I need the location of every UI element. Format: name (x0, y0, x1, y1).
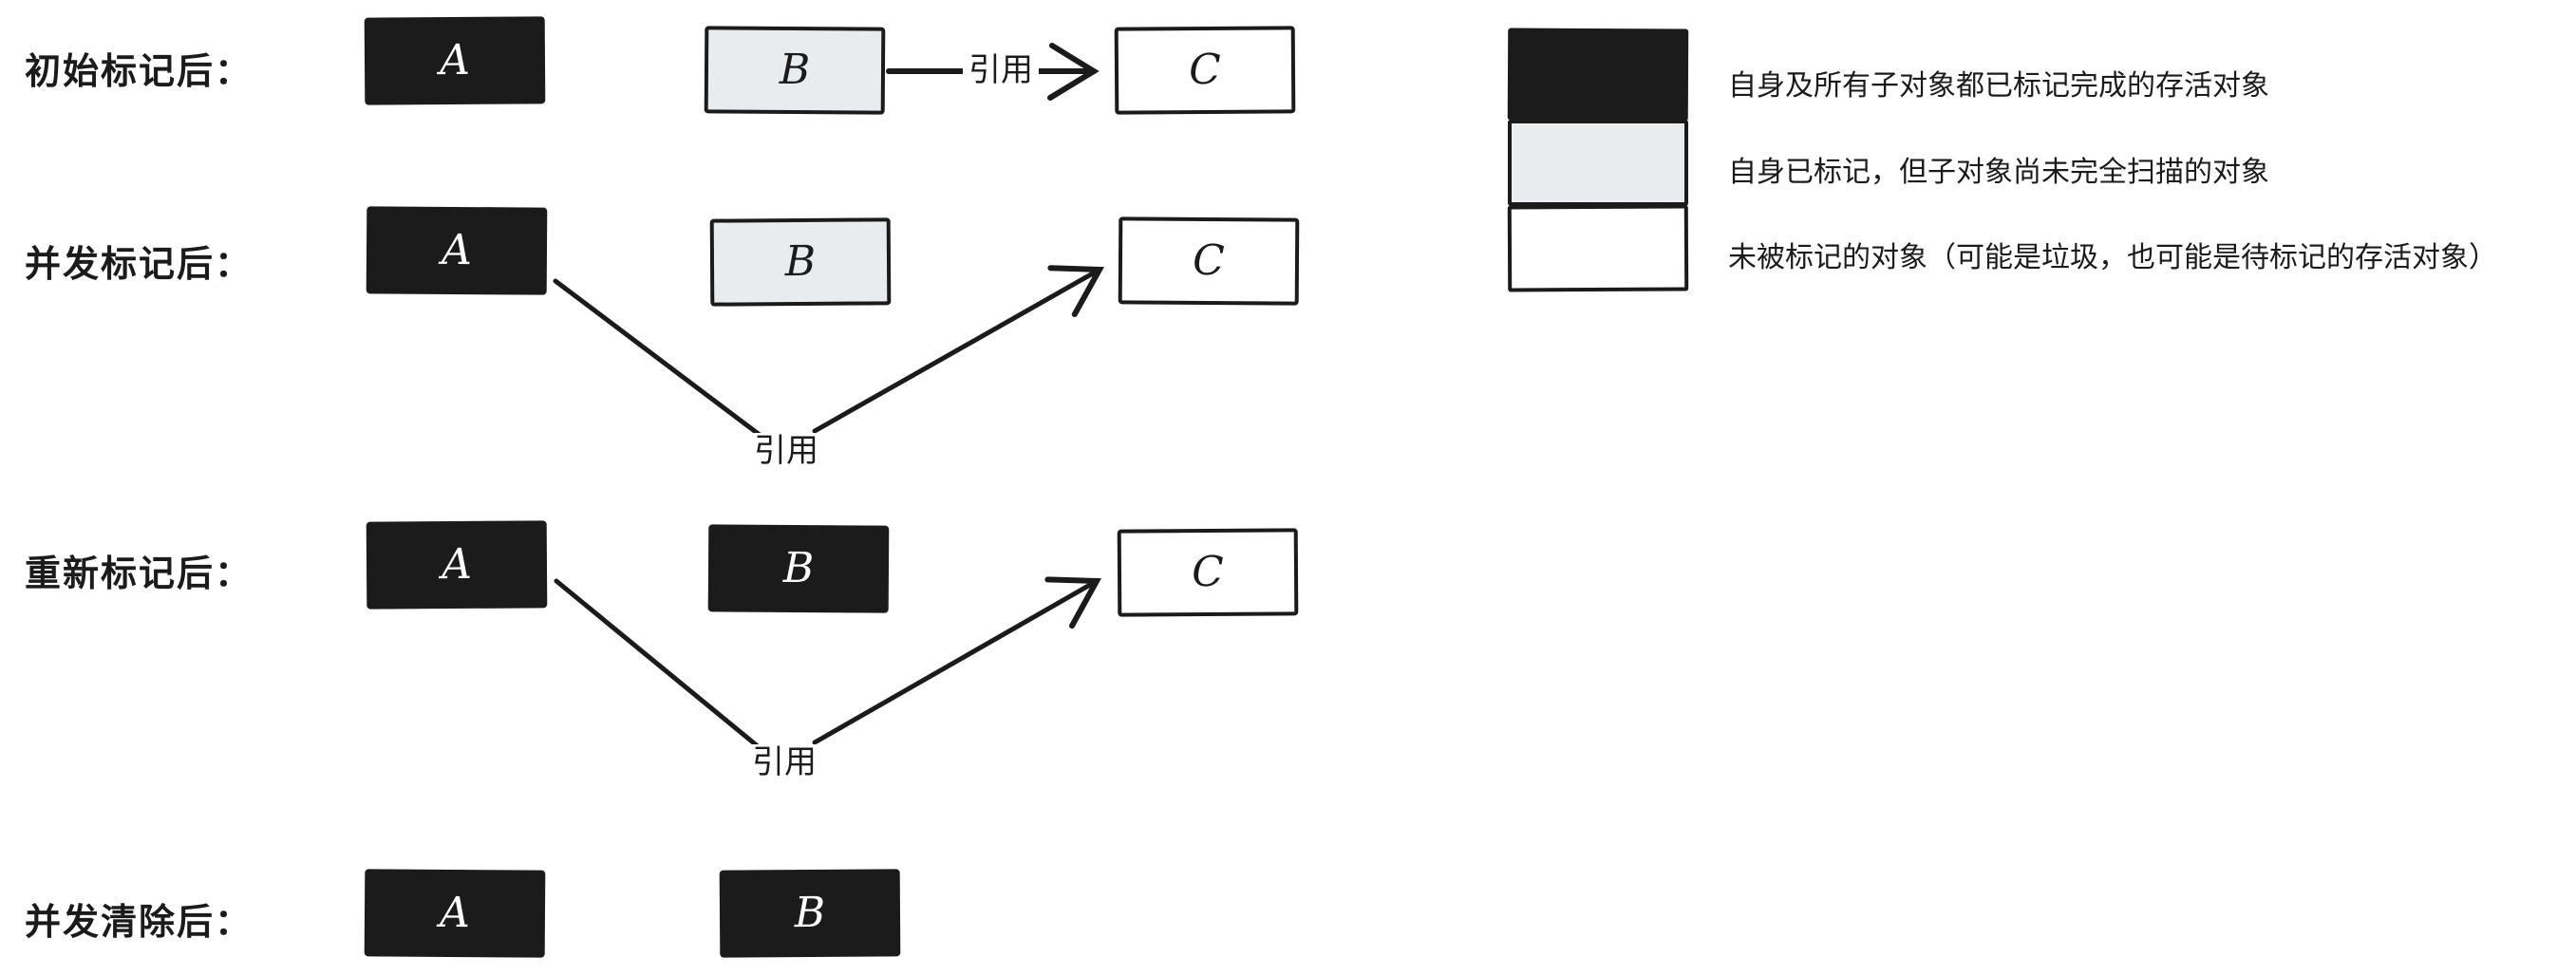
row4-object-b: B (719, 869, 901, 958)
row2-object-c-letter: C (1192, 235, 1226, 286)
row2-object-b: B (709, 217, 892, 307)
row3-object-b-letter: B (782, 543, 815, 593)
legend-text-unmarked: 未被标记的对象（可能是垃圾，也可能是待标记的存活对象） (1728, 242, 2497, 273)
row3-object-b: B (707, 524, 890, 613)
row2-object-a-letter: A (441, 225, 473, 275)
row3-reference-arrow-label: 引用 (746, 744, 822, 782)
row1-object-c: C (1114, 26, 1296, 115)
legend-text-fully-marked: 自身及所有子对象都已标记完成的存活对象 (1728, 70, 2269, 102)
row2-object-c: C (1118, 216, 1300, 306)
row3-object-a: A (366, 520, 548, 610)
row1-object-b-letter: B (779, 45, 811, 95)
row1-object-b: B (704, 26, 886, 115)
row1-reference-arrow-label: 引用 (963, 52, 1039, 90)
row3-phase-label: 重新标记后： (25, 554, 254, 594)
row4-object-a-letter: A (439, 888, 471, 938)
row2-phase-label: 并发标记后： (25, 245, 254, 285)
row3-object-a-letter: A (441, 539, 473, 590)
row1-object-c-letter: C (1188, 45, 1222, 95)
row1-phase-label: 初始标记后： (25, 52, 254, 92)
row1-object-a: A (364, 16, 546, 105)
row2-reference-arrow-label: 引用 (748, 433, 824, 471)
legend-swatch-black (1507, 28, 1689, 122)
row3-object-c: C (1117, 528, 1299, 617)
row4-phase-label: 并发清除后： (25, 903, 254, 943)
legend-swatch-gray (1508, 120, 1688, 206)
legend-swatch-white (1507, 204, 1689, 292)
row2-object-a: A (366, 206, 548, 295)
row4-object-b-letter: B (794, 888, 826, 938)
row2-object-b-letter: B (784, 236, 817, 287)
legend-text-self-marked: 自身已标记，但子对象尚未完全扫描的对象 (1728, 157, 2269, 188)
row1-object-a-letter: A (439, 35, 471, 85)
row3-object-c-letter: C (1191, 547, 1225, 597)
row4-object-a: A (364, 869, 546, 958)
